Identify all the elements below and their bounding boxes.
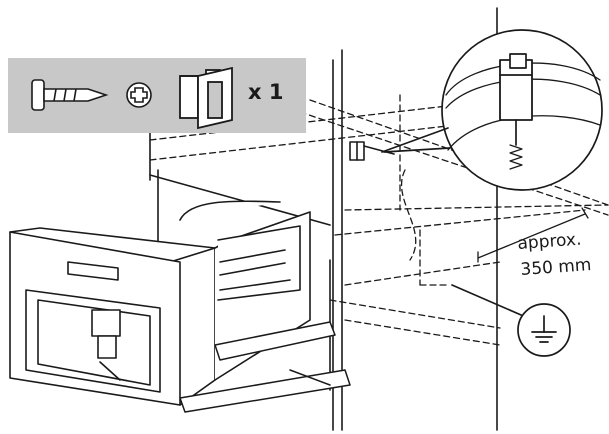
- phillips-drive-icon: [126, 82, 152, 108]
- coffee-machine: [9, 200, 311, 406]
- screw-icon: [31, 79, 109, 111]
- wall-bracket: [349, 141, 395, 161]
- mounting-bracket-icon: [179, 66, 233, 130]
- parts-panel: [8, 58, 306, 133]
- distance-label: 350 mm: [519, 255, 593, 280]
- distance-dimension: [477, 207, 589, 263]
- approx-label: approx.: [516, 229, 583, 254]
- ground-symbol-icon: [451, 284, 571, 357]
- mounting-rail: [179, 321, 351, 413]
- quantity-label: x 1: [248, 80, 284, 104]
- bracket-detail-callout: [381, 29, 603, 191]
